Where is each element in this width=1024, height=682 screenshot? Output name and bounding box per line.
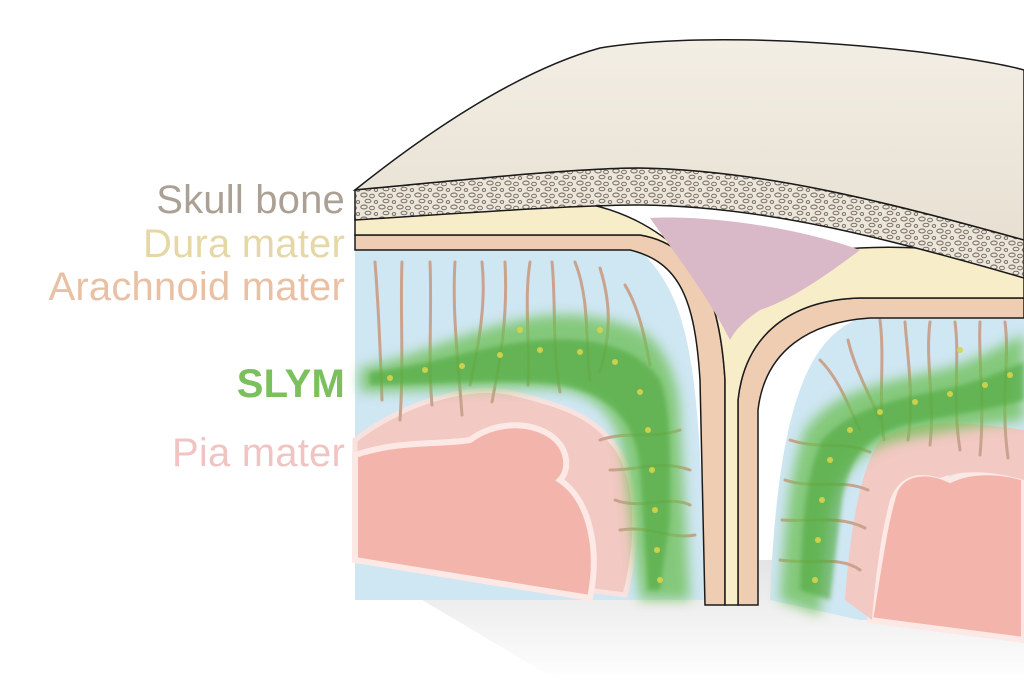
- slym-layer: [360, 314, 1024, 615]
- label-pia-mater: Pia mater: [172, 431, 345, 475]
- sagittal-sinus: [650, 217, 860, 340]
- label-dura-mater: Dura mater: [142, 222, 345, 266]
- brain-right-gyrus: [866, 469, 1024, 644]
- skull-top: [352, 38, 1024, 241]
- brain-left-gyrus: [352, 422, 597, 602]
- label-arachnoid-mater: Arachnoid mater: [48, 265, 345, 309]
- slym-cells: [387, 327, 1013, 583]
- label-skull-bone: Skull bone: [156, 178, 345, 222]
- label-slym: SLYM: [236, 362, 345, 406]
- layer-labels: Skull bone Dura mater Arachnoid mater SL…: [0, 0, 345, 682]
- brain-right-back: [845, 423, 1024, 620]
